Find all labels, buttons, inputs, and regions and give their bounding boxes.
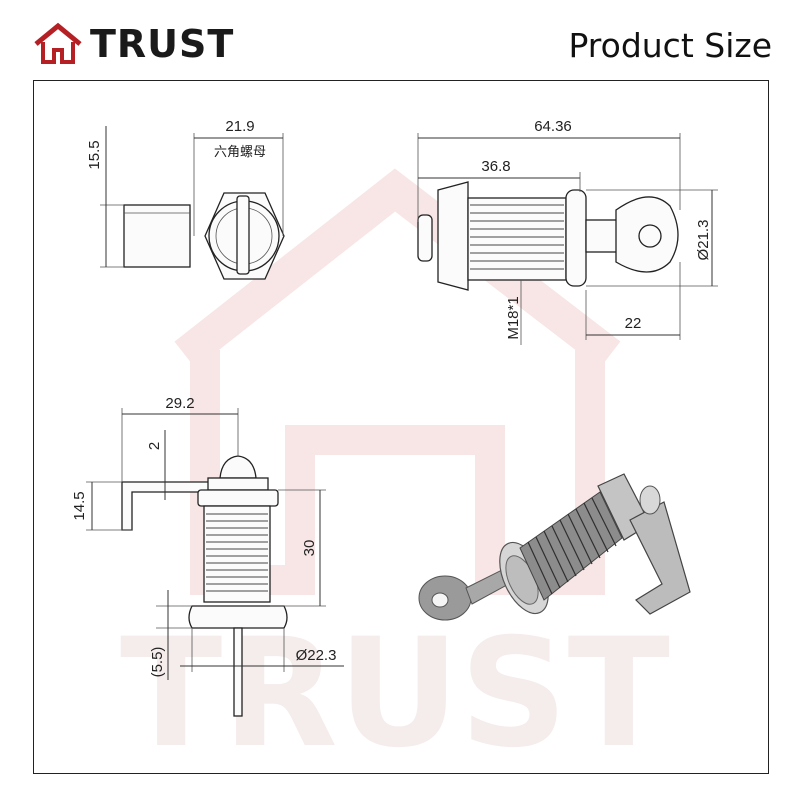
iso-thread-body <box>519 491 623 601</box>
page-title: Product Size <box>568 26 772 65</box>
view-isometric <box>418 473 691 621</box>
watermark-text: TRUST <box>120 607 670 781</box>
dim-head-5-5: (5.5) <box>149 647 166 678</box>
dim-height-14-5: 14.5 <box>71 491 88 520</box>
dim-height-15-5: 15.5 <box>86 140 103 169</box>
dim-offset-2: 2 <box>146 442 163 450</box>
dim-diameter-21-3: Ø21.3 <box>695 220 712 261</box>
brand-logo: TRUST <box>32 22 242 66</box>
label-hex-nut: 六角螺母 <box>214 145 266 160</box>
cylinder-body <box>123 204 191 268</box>
dim-width-21-9: 21.9 <box>225 118 254 135</box>
house-icon <box>34 22 82 64</box>
view-top-left: 15.5 21.9 六角螺母 <box>86 118 285 280</box>
drawing-frame <box>33 80 769 774</box>
key-blade <box>585 219 621 253</box>
dim-overall-64-36: 64.36 <box>534 118 572 135</box>
dim-key-22: 22 <box>625 315 642 332</box>
header: TRUST Product Size <box>0 0 800 80</box>
thread-lines <box>470 204 564 270</box>
threaded-body-side <box>203 505 271 603</box>
dim-cam-29-2: 29.2 <box>165 395 194 412</box>
threaded-body <box>467 197 567 281</box>
dim-body-30: 30 <box>301 540 318 557</box>
view-bottom-left: 29.2 2 14.5 30 (5.5) Ø22.3 <box>71 395 344 717</box>
view-top-right: 64.36 36.8 M18*1 22 Ø21.3 <box>417 118 718 345</box>
label-thread-m18: M18*1 <box>505 296 522 339</box>
dim-diameter-22-3: Ø22.3 <box>296 647 337 664</box>
iso-cam <box>629 501 691 615</box>
thread-lines-side <box>206 513 268 592</box>
brand-name: TRUST <box>90 22 235 66</box>
dim-body-36-8: 36.8 <box>481 158 510 175</box>
